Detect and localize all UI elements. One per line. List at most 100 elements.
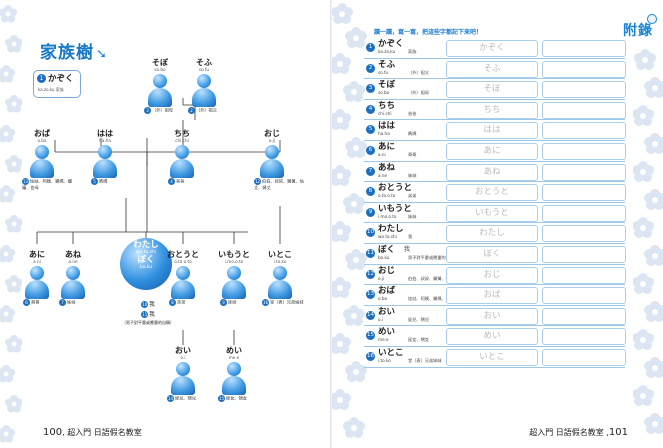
number-badge: 13 <box>22 178 29 185</box>
practice-trace-box: ちち <box>446 101 538 119</box>
row-kana: おとうと <box>378 183 413 194</box>
writing-box[interactable] <box>542 101 626 119</box>
row-meaning: 妹妹 <box>408 213 417 219</box>
row-meaning: 堂（表）兄弟姊妹 <box>408 357 442 363</box>
person-figure-icon <box>148 74 172 107</box>
practice-trace-box: わたし <box>446 225 538 243</box>
flower-border-right <box>633 0 663 448</box>
right-footer: 超入門 日語假名教室 ,101 <box>529 427 628 438</box>
practice-trace-box: あに <box>446 142 538 160</box>
row-meaning: 姊姊 <box>408 172 417 178</box>
writing-box[interactable] <box>542 122 626 140</box>
row-number: 14 <box>366 310 375 320</box>
me-meaning-1: 我 <box>149 302 155 308</box>
writing-box[interactable] <box>542 348 626 366</box>
writing-box[interactable] <box>542 307 626 325</box>
row-meaning: 媽媽 <box>408 131 417 137</box>
row-kana: ぼく <box>378 244 396 255</box>
row-meaning: 弟弟 <box>408 193 417 199</box>
person-romaji: chi.chi <box>175 138 189 143</box>
person-figure-icon <box>171 362 195 395</box>
number-badge: 3 <box>144 107 151 114</box>
practice-trace-box: ぼく <box>446 245 538 263</box>
writing-box[interactable] <box>542 60 626 78</box>
person-romaji: ha.ha <box>99 138 111 143</box>
writing-box[interactable] <box>542 40 626 57</box>
row-kana: めい <box>378 327 396 338</box>
person-romaji: o.to.o.to <box>174 259 192 264</box>
me-kana-watashi: わたし <box>133 240 159 250</box>
person-caption: （外）祖母 <box>152 107 173 113</box>
row-number: 11 <box>366 248 375 258</box>
row-number: 3 <box>366 84 375 94</box>
row-meaning: 伯伯、叔叔、舅舅、姑丈、姨丈 <box>408 275 467 281</box>
row-kana: そぼ <box>378 80 396 91</box>
person-caption: 姊姊 <box>67 299 76 305</box>
writing-box[interactable] <box>542 225 626 243</box>
row-number: 2 <box>366 63 375 73</box>
person-caption: 爸爸 <box>176 178 185 184</box>
practice-trace-box: おじ <box>446 266 538 284</box>
writing-box[interactable] <box>542 184 626 202</box>
writing-box[interactable] <box>542 163 626 181</box>
person-kana: おば <box>34 129 50 138</box>
number-badge: 12 <box>254 178 261 185</box>
writing-box[interactable] <box>542 204 626 222</box>
number-badge: 5 <box>91 178 98 185</box>
number-badge: 11 <box>141 311 149 318</box>
person-romaji: i.mo.o.to <box>224 259 244 264</box>
row-number: 8 <box>366 187 375 197</box>
practice-trace-box: おば <box>446 287 538 305</box>
row-kana: いとこ <box>378 347 404 358</box>
me-romaji-watashi: wa.ta.shi <box>135 250 157 255</box>
row-romaji: o.ba <box>378 296 388 302</box>
flower-border-inner <box>332 0 368 448</box>
person-figure-icon <box>260 145 284 178</box>
person-kana: あに <box>29 250 45 259</box>
row-romaji: a.ne <box>378 172 388 178</box>
row-kana: かぞく <box>378 39 404 49</box>
row-meaning: 爸爸 <box>408 110 417 116</box>
row-kana: おば <box>378 286 396 297</box>
person-romaji: a.ni <box>33 259 41 264</box>
writing-box[interactable] <box>542 266 626 284</box>
writing-box[interactable] <box>542 81 626 99</box>
row-number: 16 <box>366 351 375 361</box>
row-romaji: a.ni <box>378 151 386 157</box>
person-figure-icon <box>222 266 246 299</box>
row-romaji: o.to.o.to <box>378 193 396 199</box>
row-romaji: ka.zo.ku <box>378 49 396 54</box>
row-kana: あに <box>378 141 396 152</box>
practice-trace-box: いとこ <box>446 348 538 366</box>
footer-text: 超入門 日語假名教室 <box>529 428 604 437</box>
person-kana: そぼ <box>152 58 168 67</box>
person-sobo: そぼ so.bo 3（外）祖母 <box>128 58 192 115</box>
row-kana: おじ <box>378 265 396 276</box>
person-sofu: そふ so.fu 2（外）祖父 <box>172 58 236 115</box>
writing-box[interactable] <box>542 287 626 305</box>
legend-number: 1 <box>37 74 46 83</box>
writing-box[interactable] <box>542 245 626 263</box>
person-romaji: o.i <box>180 355 186 360</box>
writing-box[interactable] <box>542 328 626 346</box>
person-caption: 哥哥 <box>31 299 40 305</box>
writing-box[interactable] <box>542 142 626 160</box>
page-number: 100 <box>43 427 63 438</box>
person-figure-icon <box>192 74 216 107</box>
person-romaji: o.ba <box>37 138 47 143</box>
practice-trace-box: めい <box>446 328 538 346</box>
row-number: 10 <box>366 228 375 238</box>
row-kana: そふ <box>378 59 396 70</box>
practice-trace-box: かぞく <box>446 40 538 57</box>
person-kana: おじ <box>264 129 280 138</box>
